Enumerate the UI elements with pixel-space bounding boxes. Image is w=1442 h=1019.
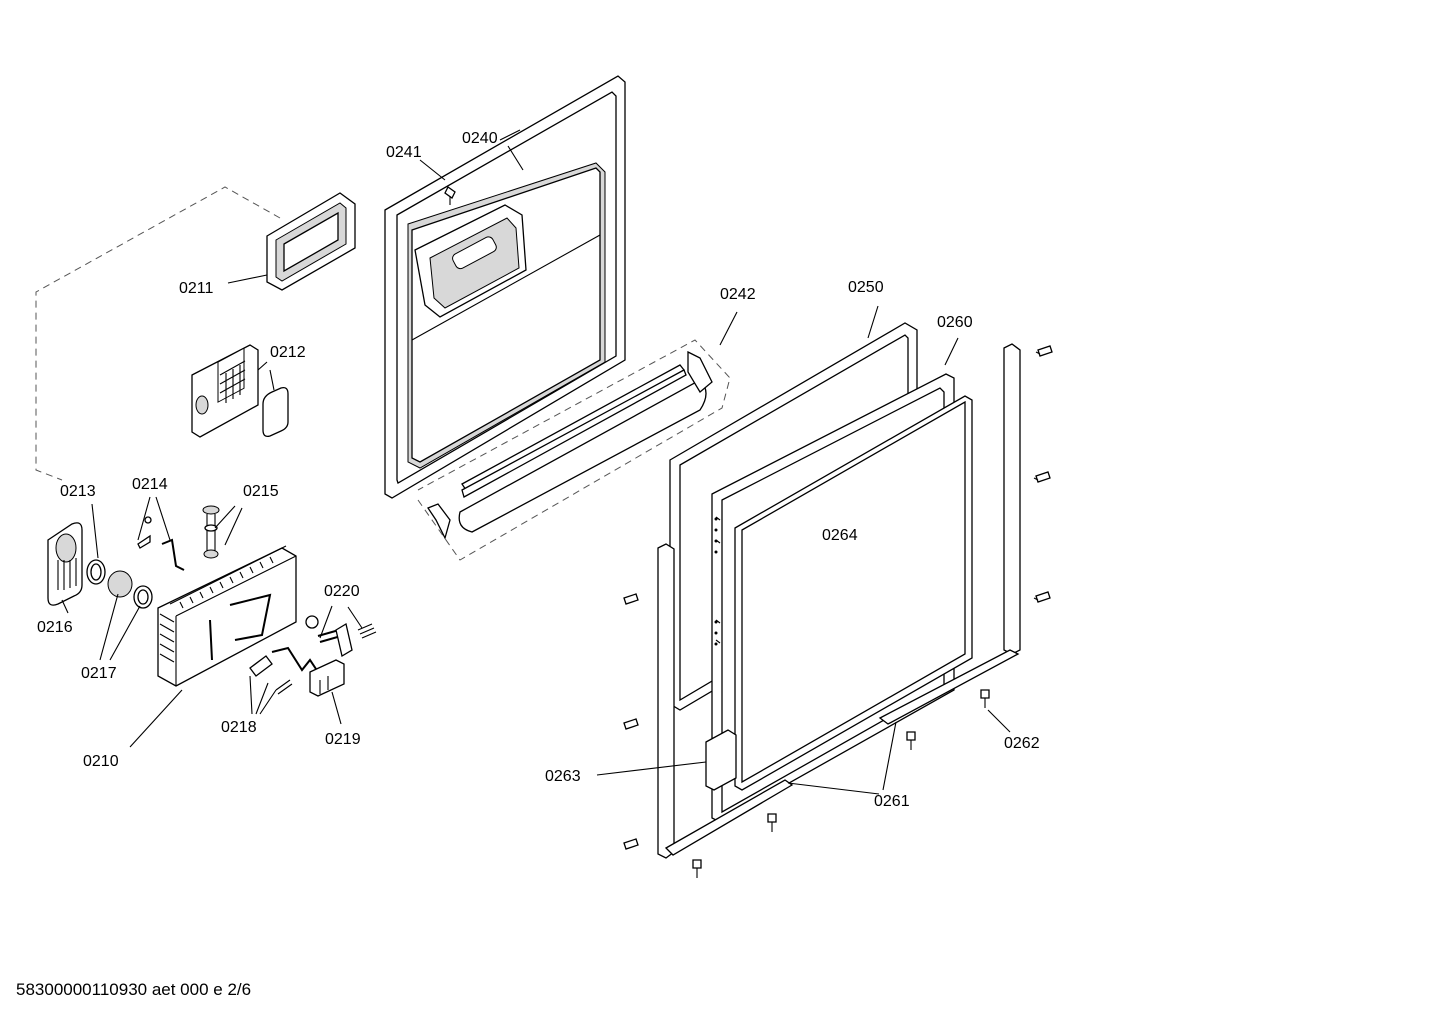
- label-0220: 0220: [324, 583, 360, 600]
- part-0217-rings: [86, 559, 153, 609]
- leader-lines: [61, 145, 1011, 795]
- label-0241: 0241: [386, 144, 422, 161]
- label-0242: 0242: [720, 286, 756, 303]
- drawing-reference-footer: 58300000110930 aet 000 e 2/6: [16, 980, 252, 999]
- group-outline-rail: [417, 339, 731, 561]
- part-0240-inner-door: [384, 75, 626, 499]
- part-0241-screw: [444, 186, 456, 205]
- label-0263: 0263: [545, 768, 581, 785]
- label-0218: 0218: [221, 719, 257, 736]
- part-0263-block: [705, 729, 737, 791]
- label-0261: 0261: [874, 793, 910, 810]
- label-0216: 0216: [37, 619, 73, 636]
- part-0220-switch: [305, 615, 377, 658]
- part-0261-left-frame: [657, 543, 794, 859]
- part-0211-frame: [266, 192, 356, 291]
- group-outline-left: [35, 186, 281, 481]
- part-0214-clip: [137, 516, 185, 571]
- label-0212: 0212: [270, 344, 306, 361]
- label-0210: 0210: [83, 753, 119, 770]
- label-0260: 0260: [937, 314, 973, 331]
- label-0264: 0264: [822, 527, 858, 544]
- label-0215: 0215: [243, 483, 279, 500]
- label-0219: 0219: [325, 731, 361, 748]
- part-0210-control-box: [157, 545, 297, 687]
- label-0250: 0250: [848, 279, 884, 296]
- part-0215-bolt: [202, 505, 220, 559]
- label-0217: 0217: [81, 665, 117, 682]
- part-0219-microswitch: [309, 659, 345, 697]
- part-0218-levers: [249, 646, 319, 695]
- label-0262: 0262: [1004, 735, 1040, 752]
- label-0240: 0240: [462, 130, 498, 147]
- part-0216-knob-housing: [47, 522, 83, 606]
- part-0212-cover: [191, 344, 259, 438]
- part-0262-screws: [623, 345, 1053, 878]
- part-0212-plate: [262, 386, 289, 438]
- label-0211: 0211: [179, 280, 214, 297]
- label-0214: 0214: [132, 476, 168, 493]
- part-0261-right-frame: [878, 343, 1021, 725]
- part-0242-rail: [427, 350, 713, 540]
- part-0264-decor-panel: [734, 395, 973, 791]
- label-0213: 0213: [60, 483, 96, 500]
